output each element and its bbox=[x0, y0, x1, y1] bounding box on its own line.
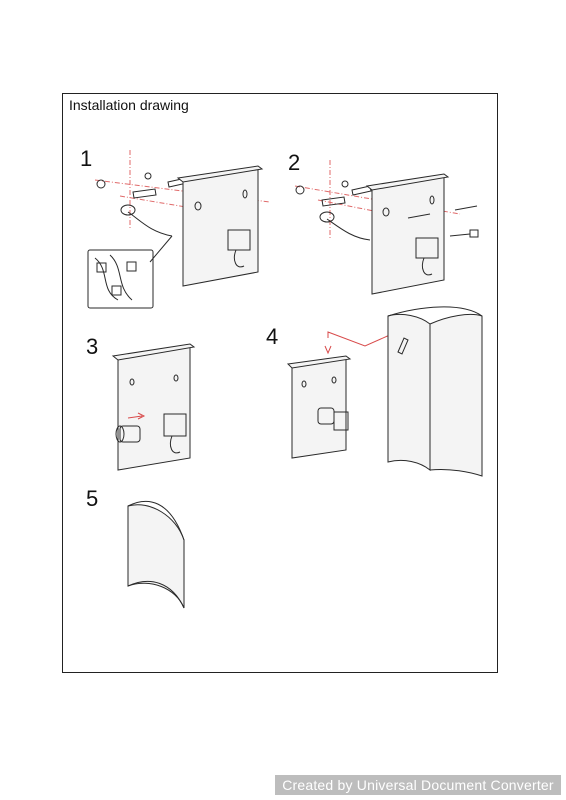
hook-icon bbox=[169, 435, 181, 454]
hook-icon bbox=[421, 257, 433, 276]
wall-hole-icon bbox=[120, 204, 136, 216]
hook-icon bbox=[233, 249, 245, 268]
step4-illustration bbox=[286, 306, 483, 477]
washer-icon bbox=[341, 180, 349, 188]
connector-icon bbox=[126, 261, 137, 272]
watermark-banner: Created by Universal Document Converter bbox=[275, 775, 561, 795]
power-cable bbox=[127, 211, 173, 237]
wall-anchor-icon bbox=[132, 188, 157, 199]
step3-illustration bbox=[111, 343, 196, 471]
washer-icon bbox=[295, 185, 305, 195]
clip-icon bbox=[397, 337, 409, 355]
mounting-plate bbox=[117, 345, 191, 471]
drawing-frame bbox=[62, 93, 498, 673]
step-number-2: 2 bbox=[288, 150, 301, 175]
washer-icon bbox=[96, 179, 106, 189]
step5-illustration bbox=[127, 500, 185, 609]
mounting-plate bbox=[371, 175, 445, 295]
wiring-detail-inset bbox=[87, 249, 154, 309]
step1-illustration bbox=[87, 150, 271, 309]
terminal-block-icon bbox=[333, 411, 349, 431]
lamp-holder-icon bbox=[119, 425, 141, 443]
connector-icon bbox=[96, 262, 107, 273]
drawing-title: Installation drawing bbox=[69, 97, 189, 113]
wall-anchor-icon bbox=[321, 196, 346, 207]
glass-shade bbox=[127, 504, 185, 609]
guide-arrow bbox=[327, 331, 393, 347]
step-number-3: 3 bbox=[86, 334, 99, 359]
step2-illustration bbox=[294, 160, 479, 295]
step-number-1: 1 bbox=[80, 146, 93, 171]
terminal-block-icon bbox=[227, 229, 251, 251]
cover-shade bbox=[387, 313, 431, 472]
power-cable bbox=[326, 218, 371, 241]
wall-hole-icon bbox=[319, 211, 335, 223]
screw-head-icon bbox=[469, 229, 479, 238]
connector-icon bbox=[111, 285, 122, 296]
terminal-block-icon bbox=[415, 237, 439, 259]
screw-icon bbox=[407, 213, 431, 219]
wall-anchor-icon bbox=[351, 185, 372, 196]
step-number-4: 4 bbox=[266, 324, 279, 349]
terminal-block-icon bbox=[163, 413, 187, 437]
step-number-5: 5 bbox=[86, 486, 99, 511]
screw-icon bbox=[449, 233, 471, 237]
screw-icon bbox=[454, 205, 478, 211]
mounting-plate bbox=[182, 167, 259, 287]
washer-icon bbox=[144, 172, 152, 180]
